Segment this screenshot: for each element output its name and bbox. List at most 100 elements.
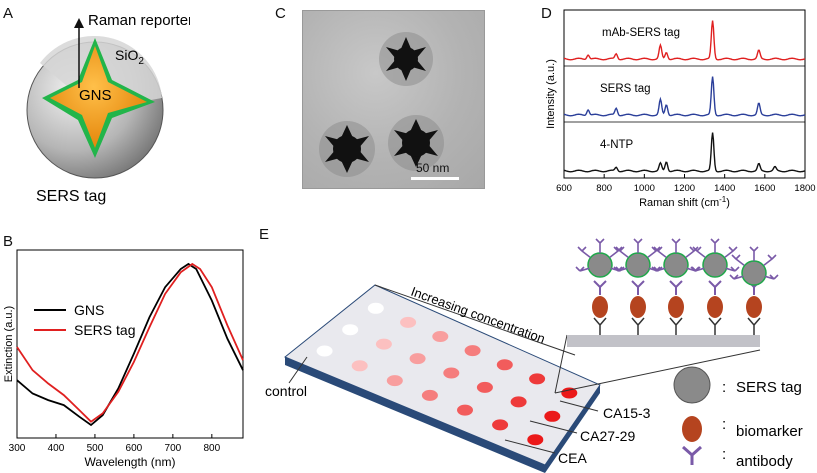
- x-tick-label: 800: [596, 183, 612, 194]
- legend-biomarker-colon: :: [722, 416, 726, 433]
- conjugated-antibody: [690, 266, 705, 272]
- conjugated-antibody: [764, 274, 779, 280]
- conjugated-antibody: [633, 238, 643, 253]
- x-tick-label: 700: [165, 443, 182, 454]
- x-tick-label: 1000: [634, 183, 655, 194]
- biomarker-molecule: [707, 296, 723, 318]
- conjugated-antibody: [692, 246, 706, 258]
- x-tick-label: 300: [9, 443, 26, 454]
- conjugated-antibody: [710, 238, 720, 253]
- legend-sers-tag-icon: [673, 366, 711, 404]
- assay-spot: [421, 389, 438, 401]
- sers-tag-schematic: Raman reporter SiO2 GNS SERS tag: [26, 12, 190, 205]
- row3-pointer: [504, 439, 556, 454]
- series-line-sers-tag: [16, 262, 244, 423]
- spectrum-label: SERS tag: [600, 83, 651, 95]
- series-line-gns: [16, 262, 244, 427]
- control-pointer: [288, 356, 308, 384]
- legend: : SERS tag : biomarker : antibody: [673, 366, 803, 470]
- sandwich-complex: [575, 238, 625, 335]
- zoom-line-bottom: [554, 349, 761, 394]
- conjugated-antibody: [729, 274, 744, 280]
- x-tick-label: 1200: [674, 183, 695, 194]
- assay-spot: [464, 345, 481, 357]
- detection-antibody: [593, 280, 607, 295]
- y-axis-label: Extinction (a.u.): [3, 306, 15, 382]
- reporter-arrowhead: [74, 18, 84, 28]
- assay-spot: [409, 353, 426, 365]
- row1-pointer: [559, 400, 599, 412]
- panel-d-letter: D: [541, 5, 552, 22]
- assay-spot: [400, 316, 417, 328]
- biomarker-molecule: [630, 296, 646, 318]
- conjugated-antibody: [724, 246, 738, 258]
- assay-spot: [510, 396, 527, 408]
- conjugated-antibody: [685, 246, 699, 258]
- sers-tag-caption: SERS tag: [36, 188, 106, 205]
- sio2-label: SiO2: [115, 47, 144, 67]
- legend-sers-tag-label: SERS tag: [736, 379, 802, 396]
- conjugated-antibody: [613, 266, 628, 272]
- detection-antibody: [631, 280, 645, 295]
- legend-biomarker-icon: [682, 416, 702, 442]
- x-tick-label: 400: [48, 443, 65, 454]
- detection-antibody: [669, 280, 683, 295]
- assay-spot: [386, 375, 403, 387]
- plot-frame: [16, 249, 244, 439]
- conjugated-antibody: [577, 246, 591, 258]
- capture-antibody: [747, 317, 761, 335]
- capture-antibody: [669, 317, 683, 335]
- tem-image: 50 nm: [302, 10, 485, 189]
- conjugated-antibody: [653, 246, 667, 258]
- assay-spot: [367, 302, 384, 314]
- slide-top: [284, 284, 601, 466]
- sandwich-complex: [613, 238, 663, 335]
- detection-antibody: [708, 280, 722, 295]
- sers-tag-particle: [587, 252, 613, 278]
- conjugated-antibody: [731, 254, 745, 266]
- nanostar-particle: [319, 121, 375, 177]
- x-tick-label: 1800: [794, 183, 815, 194]
- legend-sers-tag-colon: :: [722, 379, 726, 396]
- assay-spot: [316, 345, 333, 357]
- ca15-3-label: CA15-3: [603, 405, 651, 421]
- panel-b-letter: B: [3, 233, 14, 250]
- assay-spot: [342, 324, 359, 336]
- sers-tag-particle: [663, 252, 689, 278]
- spectrum-mab-sers-tag: [563, 20, 806, 61]
- control-label: control: [265, 383, 307, 399]
- sandwich-complex: [690, 238, 740, 335]
- conjugated-antibody: [671, 238, 681, 253]
- spot-array: [316, 302, 578, 446]
- cea-label: CEA: [558, 450, 587, 466]
- biomarker-molecule: [592, 296, 608, 318]
- sers-tag-particle: [741, 260, 767, 286]
- assay-spot: [561, 387, 578, 399]
- capture-antibody: [593, 317, 607, 335]
- capture-antibody: [631, 317, 645, 335]
- conjugated-antibody: [725, 266, 740, 272]
- assay-spot: [492, 419, 509, 431]
- x-tick-label: 600: [556, 183, 572, 194]
- x-tick-label: 800: [203, 443, 220, 454]
- gold-nanostar: [50, 46, 147, 148]
- sensor-substrate: [567, 335, 760, 347]
- x-axis-label: Wavelength (nm): [85, 455, 176, 469]
- zoom-line-top: [554, 334, 568, 394]
- nanostar-particle: [388, 115, 444, 171]
- assay-spot: [496, 359, 513, 371]
- assay-spot: [527, 434, 544, 446]
- scale-bar: [411, 177, 459, 180]
- conjugated-antibody: [595, 238, 605, 253]
- sers-tag-particle: [702, 252, 728, 278]
- nanostar-particle: [379, 32, 433, 86]
- ca27-29-label: CA27-29: [580, 428, 635, 444]
- sandwich-complex: [651, 238, 701, 335]
- x-tick-label: 1400: [714, 183, 735, 194]
- legend-label: GNS: [74, 302, 104, 318]
- spectrum-label: mAb-SERS tag: [602, 27, 680, 39]
- sers-tag-particle: [625, 252, 651, 278]
- x-tick-label: 500: [87, 443, 104, 454]
